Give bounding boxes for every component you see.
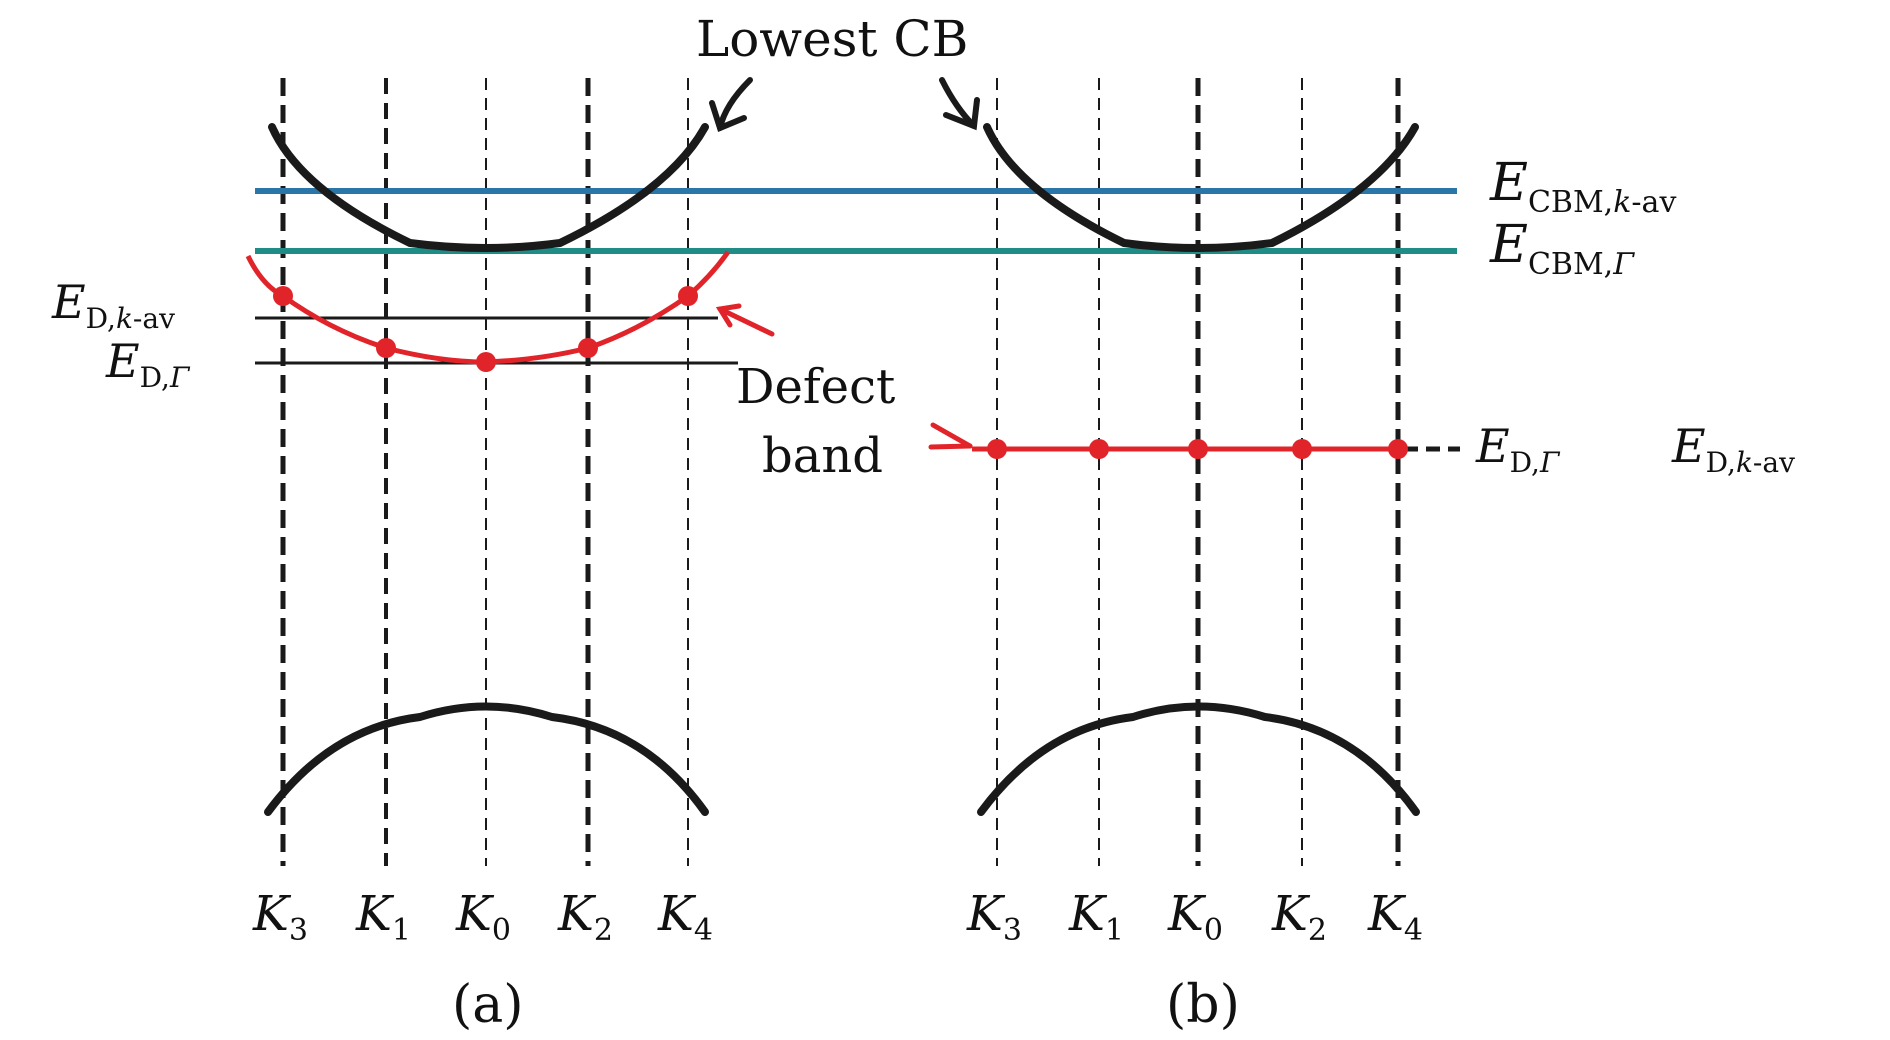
panel-a-defect-band	[245, 250, 731, 365]
defect-band-arrow-a	[715, 303, 775, 337]
panel-b-defect-kav-label: ED,k-av	[1671, 419, 1795, 479]
defect-point-a-k3	[273, 286, 293, 306]
panel-a-kpoint-lines	[280, 78, 689, 866]
panel-a-kpoint-label: K2	[557, 886, 613, 948]
defect-point-a-k4	[678, 286, 698, 306]
panel-b-defect-points	[987, 439, 1408, 459]
cbm-gamma-label: ECBM,Γ	[1489, 215, 1635, 282]
panel-b-kpoint-labels: K3 K1 K0 K2 K4	[966, 886, 1423, 948]
panel-b-kpoint-label: K4	[1367, 886, 1423, 948]
defect-point-b-k0	[1188, 439, 1208, 459]
panel-b-caption: (b)	[1166, 975, 1240, 1035]
defect-label-line1: Defect	[736, 359, 895, 415]
panel-b-kpoint-label: K1	[1068, 886, 1124, 948]
defect-point-a-k2	[578, 338, 598, 358]
defect-kav-label: ED,k-av	[51, 275, 175, 335]
panel-a-conduction-band	[268, 123, 709, 252]
panel-b-kpoint-lines	[996, 78, 1401, 866]
defect-point-b-k1	[1089, 439, 1109, 459]
panel-a-kpoint-label: K3	[252, 886, 308, 948]
panel-a-kpoint-label: K1	[355, 886, 411, 948]
panel-b-valence-band	[977, 702, 1420, 816]
lowest-cb-arrow-right	[709, 77, 753, 133]
defect-point-b-k3	[987, 439, 1007, 459]
panel-a-caption: (a)	[452, 975, 524, 1035]
defect-point-a-k0	[476, 352, 496, 372]
panel-a-kpoint-labels: K3 K1 K0 K2 K4	[252, 886, 713, 948]
panel-a-kpoint-label: K4	[657, 886, 713, 948]
lowest-cb-label: Lowest CB	[696, 10, 968, 68]
defect-point-b-k2	[1292, 439, 1312, 459]
defect-point-a-k1	[376, 338, 396, 358]
defect-label-line2: band	[762, 428, 883, 484]
lowest-cb-arrow-left	[939, 77, 980, 131]
panel-a-valence-band	[264, 702, 709, 816]
defect-gamma-label: ED,Γ	[105, 334, 191, 394]
panel-b-conduction-band	[983, 123, 1419, 252]
cbm-kav-label: ECBM,k-av	[1489, 153, 1676, 220]
panel-a-kpoint-label: K0	[455, 886, 511, 948]
panel-b-kpoint-label: K3	[966, 886, 1022, 948]
panel-b-defect-gamma-label: ED,Γ	[1475, 419, 1561, 479]
defect-band-arrow-b	[928, 422, 973, 450]
panel-b-kpoint-label: K0	[1167, 886, 1223, 948]
panel-b-kpoint-label: K2	[1271, 886, 1327, 948]
defect-point-b-k4	[1388, 439, 1408, 459]
panel-a-defect-points	[273, 286, 698, 372]
